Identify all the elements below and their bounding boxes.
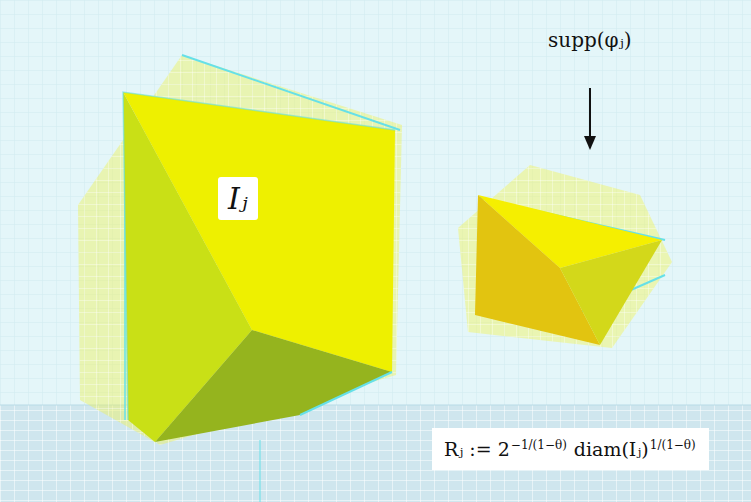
floor-grid [0, 405, 751, 502]
formula-text: Rⱼ := 2 [444, 438, 510, 460]
support-region [458, 165, 672, 348]
small-cube [475, 195, 662, 345]
ghost-region-large [78, 55, 402, 502]
large-cube [123, 92, 395, 442]
cube-node: Iⱼ [123, 55, 400, 445]
formula-exponent: 1/(1−θ) [650, 438, 696, 452]
formula-exponent: −1/(1−θ) [511, 438, 567, 452]
formula-text: diam(Iⱼ) [574, 438, 649, 460]
floor [0, 405, 751, 502]
cube-label: Iⱼ [218, 177, 258, 220]
leader-arrow [584, 88, 596, 150]
callout-label: supp(φⱼ) [548, 28, 632, 52]
formula-box: Rⱼ := 2−1/(1−θ) diam(Iⱼ)1/(1−θ) [432, 428, 709, 470]
